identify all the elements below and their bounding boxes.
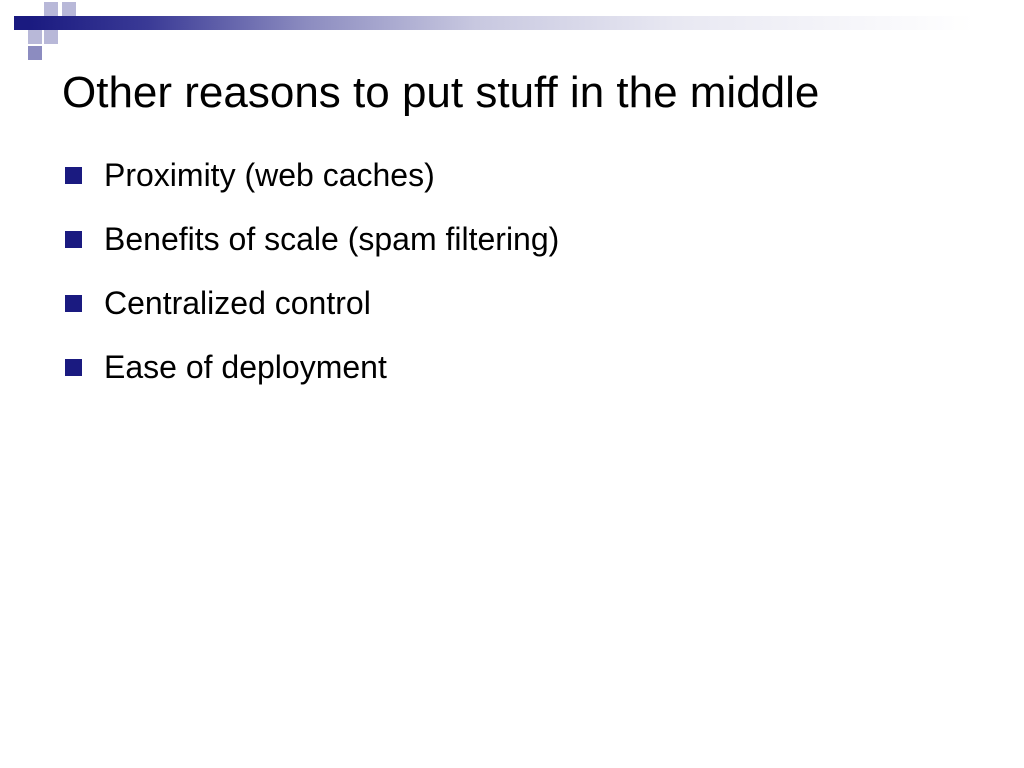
slide-title: Other reasons to put stuff in the middle xyxy=(62,68,820,117)
bullet-text: Centralized control xyxy=(104,284,371,321)
decorative-square-icon xyxy=(62,2,76,16)
bullet-item: Centralized control xyxy=(62,271,559,335)
bullet-text: Benefits of scale (spam filtering) xyxy=(104,220,560,257)
bullet-list: Proximity (web caches) Benefits of scale… xyxy=(62,143,559,399)
bullet-text: Proximity (web caches) xyxy=(104,156,435,193)
square-bullet-icon xyxy=(65,358,82,376)
header-gradient-bar xyxy=(28,16,1024,30)
bullet-item: Ease of deployment xyxy=(62,335,559,399)
decorative-square-icon xyxy=(44,2,58,16)
decorative-square-icon xyxy=(28,46,42,60)
square-bullet-icon xyxy=(65,166,82,184)
decorative-square-icon xyxy=(14,16,28,30)
bullet-text: Ease of deployment xyxy=(104,348,387,385)
decorative-square-icon xyxy=(44,30,58,44)
bullet-item: Proximity (web caches) xyxy=(62,143,559,207)
bullet-item: Benefits of scale (spam filtering) xyxy=(62,207,559,271)
square-bullet-icon xyxy=(65,230,82,248)
square-bullet-icon xyxy=(65,294,82,312)
decorative-square-icon xyxy=(28,30,42,44)
